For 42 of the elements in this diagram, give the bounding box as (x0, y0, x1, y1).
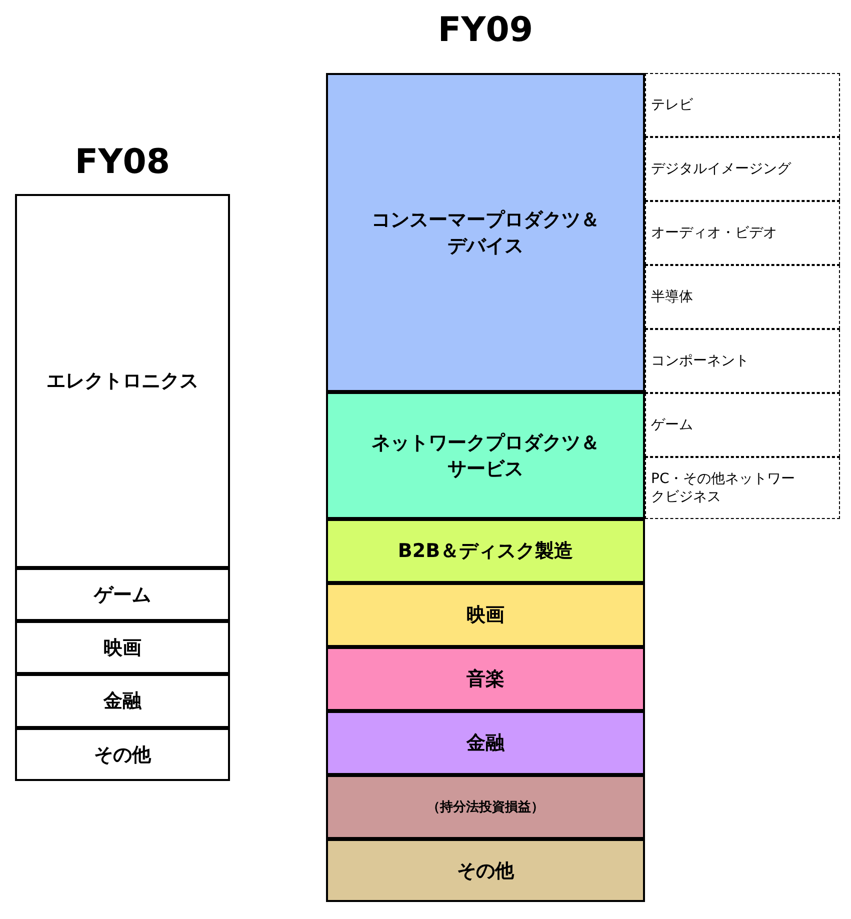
column-heading: FY08 (74, 142, 172, 182)
sub-segment-box (645, 265, 840, 329)
sub-segment-box (645, 73, 840, 137)
sub-segment-box (645, 393, 840, 457)
segment-box (326, 647, 645, 711)
segment-label: ゲーム (651, 416, 693, 434)
sub-segment-box (645, 201, 840, 265)
sub-segment-box (645, 457, 840, 519)
segment-box (15, 568, 230, 621)
segment-box (15, 194, 230, 568)
sub-segment-box (645, 329, 840, 393)
segment-label: テレビ (651, 96, 693, 114)
segment-label: デジタルイメージング (651, 160, 791, 178)
segment-label: ネットワークプロダクツ＆サービス (370, 430, 600, 482)
segment-label: コンスーマープロダクツ＆デバイス (370, 208, 600, 258)
segment-box (326, 392, 645, 519)
segment-label: 金融 (466, 731, 504, 756)
segment-label: その他 (457, 858, 514, 884)
segment-label: 映画 (104, 636, 142, 660)
segment-box (326, 839, 645, 902)
segment-box (326, 711, 645, 775)
segment-label: その他 (94, 742, 151, 768)
column-heading: FY09 (436, 10, 534, 50)
segment-box (326, 519, 645, 583)
segment-label: PC・その他ネットワークビジネス (651, 470, 796, 506)
segment-box (326, 73, 645, 392)
segment-label: （持分法投資損益） (427, 799, 544, 816)
segment-label: 映画 (466, 603, 504, 628)
segment-label: B2B＆ディスク製造 (398, 539, 574, 564)
segment-label: ゲーム (94, 582, 151, 608)
segment-box (15, 674, 230, 728)
segment-label: 音楽 (466, 667, 504, 692)
segment-label: オーディオ・ビデオ (651, 224, 777, 242)
segment-box (326, 583, 645, 647)
segment-label: 金融 (104, 689, 142, 714)
segment-label: コンポーネント (651, 352, 749, 370)
segment-label: 半導体 (651, 288, 693, 306)
segment-label: エレクトロニクス (46, 369, 198, 394)
segment-box (326, 775, 645, 839)
segment-box (15, 728, 230, 781)
sub-segment-box (645, 137, 840, 201)
segment-box (15, 621, 230, 674)
